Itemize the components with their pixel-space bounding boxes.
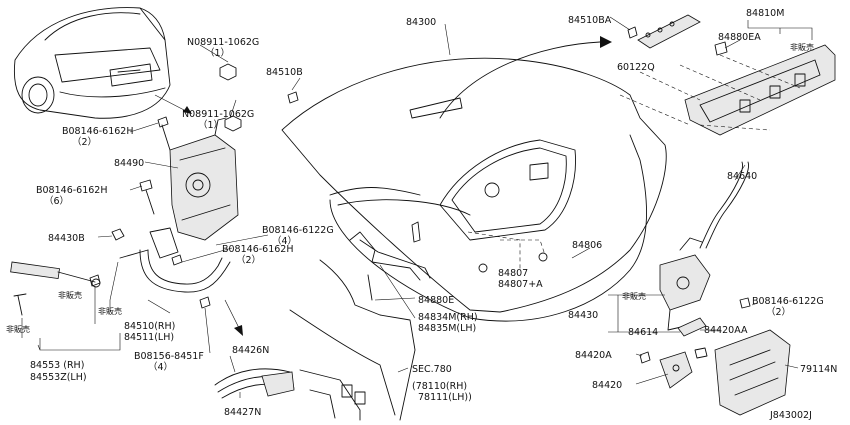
label-84810M: 84810M <box>746 8 784 19</box>
striker-84420 <box>639 351 693 389</box>
label-84420: 84420 <box>592 380 622 391</box>
label-84835M: 84835M(LH) <box>418 323 476 334</box>
label-84807-A: 84807+A <box>498 279 543 290</box>
bolt-08146-6122G-lid <box>411 221 421 243</box>
stud-84880E <box>367 274 373 301</box>
trunk-body <box>289 231 421 421</box>
leader-lines <box>21 16 813 398</box>
torsion-arrow <box>224 299 241 331</box>
label-84834M: 84834M(RH) <box>418 312 478 323</box>
arrowhead <box>234 325 243 336</box>
trunk-handle-60122Q <box>627 14 701 49</box>
label-not-for-sale-lock: 非販売 <box>622 291 646 301</box>
trim-84426N-84427N <box>214 368 295 399</box>
lock-cylinder-84614 <box>677 317 707 337</box>
label-08911-1062G-a-qty: （1） <box>205 47 230 59</box>
label-84640: 84640 <box>727 171 757 182</box>
label-sec-780: SEC.780 <box>412 364 452 375</box>
label-84430B: 84430B <box>48 233 85 244</box>
label-84300: 84300 <box>406 17 436 28</box>
nut-84510B <box>287 91 299 104</box>
label-not-for-sale-3: 非販売 <box>6 324 30 334</box>
car-rear-illustration <box>13 7 171 119</box>
label-84880EA: 84880EA <box>718 32 761 43</box>
label-08146-6162H-a: B08146-6162H <box>62 126 134 137</box>
hinge-bracket-84490 <box>149 117 239 259</box>
label-84427N: 84427N <box>224 407 261 418</box>
label-not-for-sale-2: 非販売 <box>98 306 122 316</box>
label-84510: 84510(RH) <box>124 321 175 332</box>
label-78111: 78111(LH)) <box>418 392 472 403</box>
label-79114N: 79114N <box>800 364 837 375</box>
finisher-dashes <box>619 54 801 131</box>
label-08146-6162H-a-qty: （2） <box>72 136 97 148</box>
label-84553Z: 84553Z(LH) <box>30 372 87 383</box>
label-08146-6162H-c: B08146-6162H <box>222 244 294 255</box>
label-08911-1062G-b: N08911-1062G <box>182 109 254 120</box>
label-08146-6162H-b-qty: （6） <box>44 195 69 207</box>
bolt-08146-6122G <box>739 297 751 309</box>
label-84806: 84806 <box>572 240 602 251</box>
label-84807: 84807 <box>498 268 528 279</box>
strip-84834M <box>359 239 431 279</box>
lid-arrow <box>439 41 601 119</box>
label-08146-6122G-a: B08146-6122G <box>262 225 334 236</box>
label-84420A: 84420A <box>575 350 612 361</box>
label-not-for-sale-1: 非販売 <box>58 290 82 300</box>
weatherstrip-84806 <box>329 134 647 322</box>
label-84430: 84430 <box>568 310 598 321</box>
label-84420AA: 84420AA <box>704 325 748 336</box>
callout-labels: N08911-1062G （1） N08911-1062G （1） B08146… <box>6 8 837 421</box>
car-to-hinge-arrow <box>154 94 189 113</box>
trunk-lid-84300 <box>281 57 667 313</box>
arrowhead <box>183 106 192 114</box>
finisher-84810M <box>684 41 836 136</box>
label-08146-6162H-b: B08146-6162H <box>36 185 108 196</box>
label-08911-1062G-b-qty: （1） <box>198 119 223 131</box>
label-84614: 84614 <box>628 327 658 338</box>
label-84426N: 84426N <box>232 345 269 356</box>
label-78110: (78110(RH) <box>412 381 467 392</box>
bolts-left <box>89 63 242 309</box>
clip-84807 <box>478 263 488 273</box>
label-60122Q: 60122Q <box>617 62 655 73</box>
label-84510B: 84510B <box>266 67 303 78</box>
label-08156-8451F: B08156-8451F <box>134 351 204 362</box>
rod-84640 <box>699 161 743 249</box>
label-08146-6122G-b-qty: （2） <box>766 306 791 318</box>
clip-84807A <box>538 252 548 262</box>
lock-84430 <box>659 237 711 331</box>
arrowhead <box>600 36 612 48</box>
hinge-arm-84510 <box>119 249 231 293</box>
cover-79114N <box>694 329 791 416</box>
seal-dashes <box>467 231 546 270</box>
rod-84640-edge <box>705 161 749 249</box>
label-84553: 84553 (RH) <box>30 360 84 371</box>
label-08911-1062G-a: N08911-1062G <box>187 37 259 48</box>
label-84510BA: 84510BA <box>568 15 612 26</box>
label-84490: 84490 <box>114 158 144 169</box>
diagram-id: J843002J <box>769 410 812 421</box>
label-not-for-sale-top: 非販売 <box>790 42 814 52</box>
label-08146-6122G-b: B08146-6122G <box>752 296 824 307</box>
label-08146-6162H-c-qty: （2） <box>236 254 261 266</box>
gas-stay-84553 <box>10 261 101 316</box>
label-08156-8451F-qty: （4） <box>148 361 173 373</box>
label-08146-6122G-a-qty: （4） <box>272 235 297 247</box>
label-84880E: 84880E <box>418 295 454 306</box>
label-84511: 84511(LH) <box>124 332 174 343</box>
